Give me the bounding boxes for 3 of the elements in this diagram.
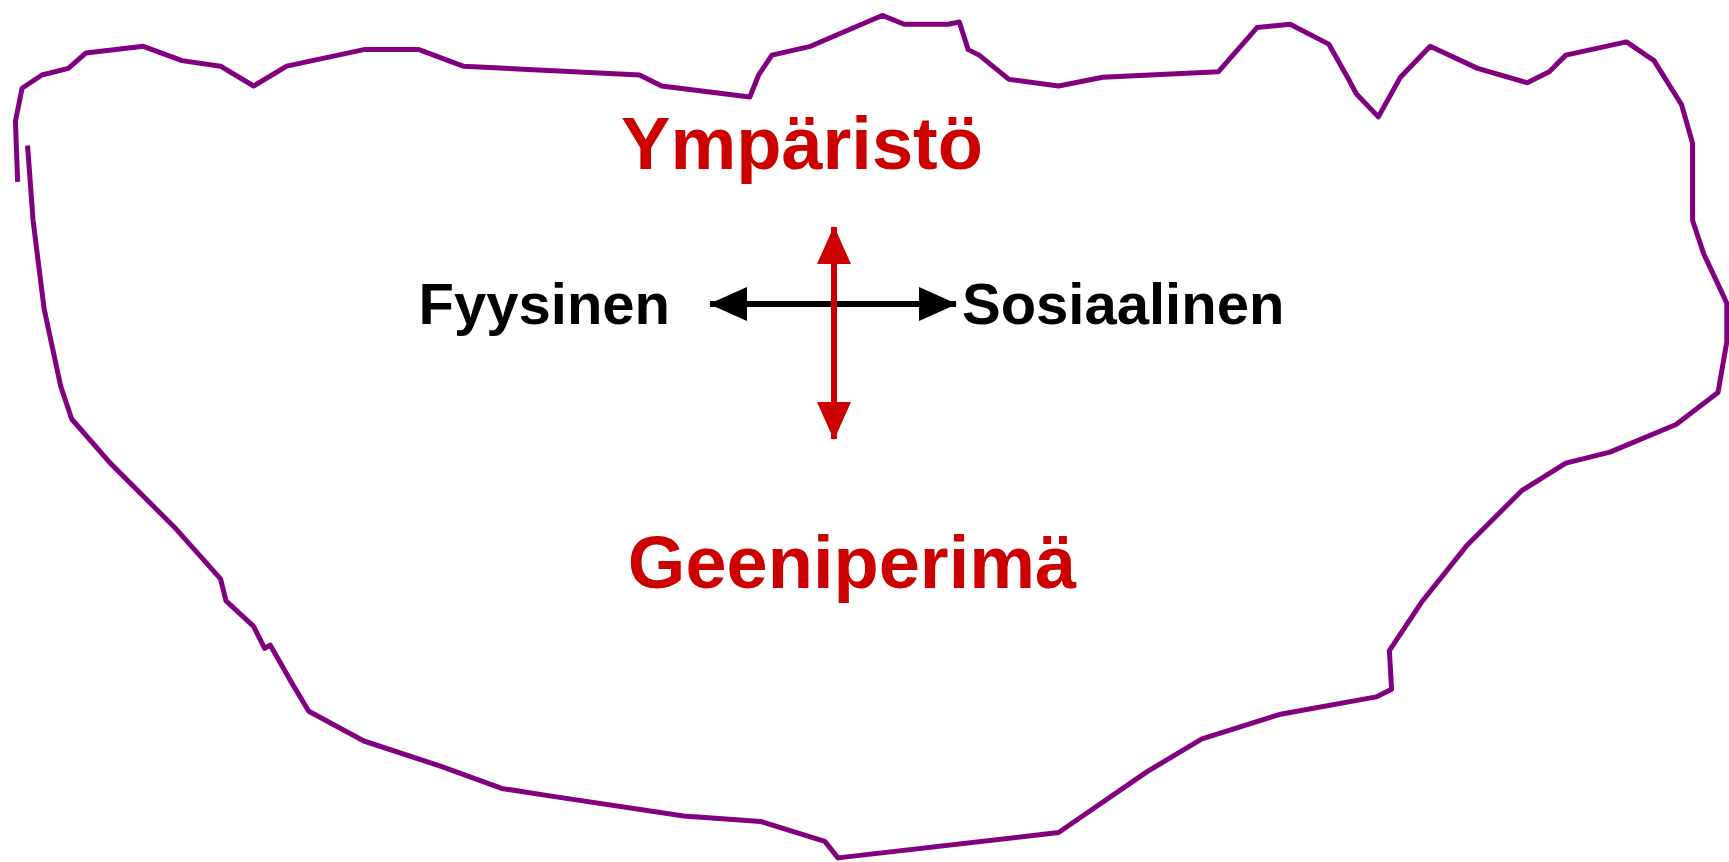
- label-text: Sosiaalinen: [962, 275, 1285, 333]
- double-arrow: [709, 287, 957, 321]
- double-arrow: [817, 226, 851, 440]
